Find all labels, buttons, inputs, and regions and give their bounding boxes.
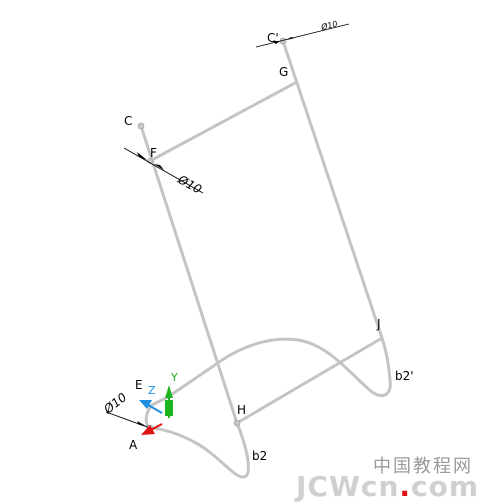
rod-left-loop	[144, 395, 250, 479]
point-h-marker	[233, 419, 241, 427]
label-h: H	[237, 403, 246, 417]
watermark-suffix: com	[411, 470, 480, 503]
rod-top-crossbar	[148, 81, 297, 163]
dimension-f-text: Ø10	[175, 172, 205, 197]
axis-z-label: Z	[148, 384, 156, 397]
dimension-c-prime: Ø10	[255, 18, 350, 48]
dimension-c-prime-text: Ø10	[319, 18, 338, 32]
label-c-prime: C'	[267, 31, 279, 45]
label-b2: b2	[252, 449, 267, 463]
rod-frame	[139, 39, 392, 479]
dimension-a: Ø10	[100, 390, 151, 429]
rod-right-upright	[281, 39, 384, 340]
label-e: E	[135, 378, 143, 392]
dimension-f: Ø10	[123, 147, 205, 197]
rod-right-loop	[166, 336, 392, 399]
point-c-marker	[137, 122, 145, 130]
watermark-domain: JCWcn.com	[296, 470, 479, 503]
watermark-prefix: JCWcn	[296, 470, 400, 503]
label-a: A	[129, 438, 138, 452]
ucs-axis-icon: Y Z	[139, 371, 178, 435]
watermark-chinese: 中国教程网	[373, 456, 473, 477]
axis-y-label: Y	[170, 371, 178, 384]
label-j: J	[376, 317, 381, 331]
watermark: 中国教程网 JCWcn.com	[296, 452, 481, 503]
rod-left-upright	[139, 124, 239, 425]
label-c: C	[124, 114, 132, 128]
label-b2-prime: b2'	[395, 369, 414, 383]
rod-bottom-crossbar	[235, 336, 384, 425]
watermark-dot: .	[399, 470, 412, 503]
label-g: G	[279, 65, 288, 79]
dimension-a-text: Ø10	[100, 390, 129, 417]
label-f: F	[150, 146, 157, 160]
